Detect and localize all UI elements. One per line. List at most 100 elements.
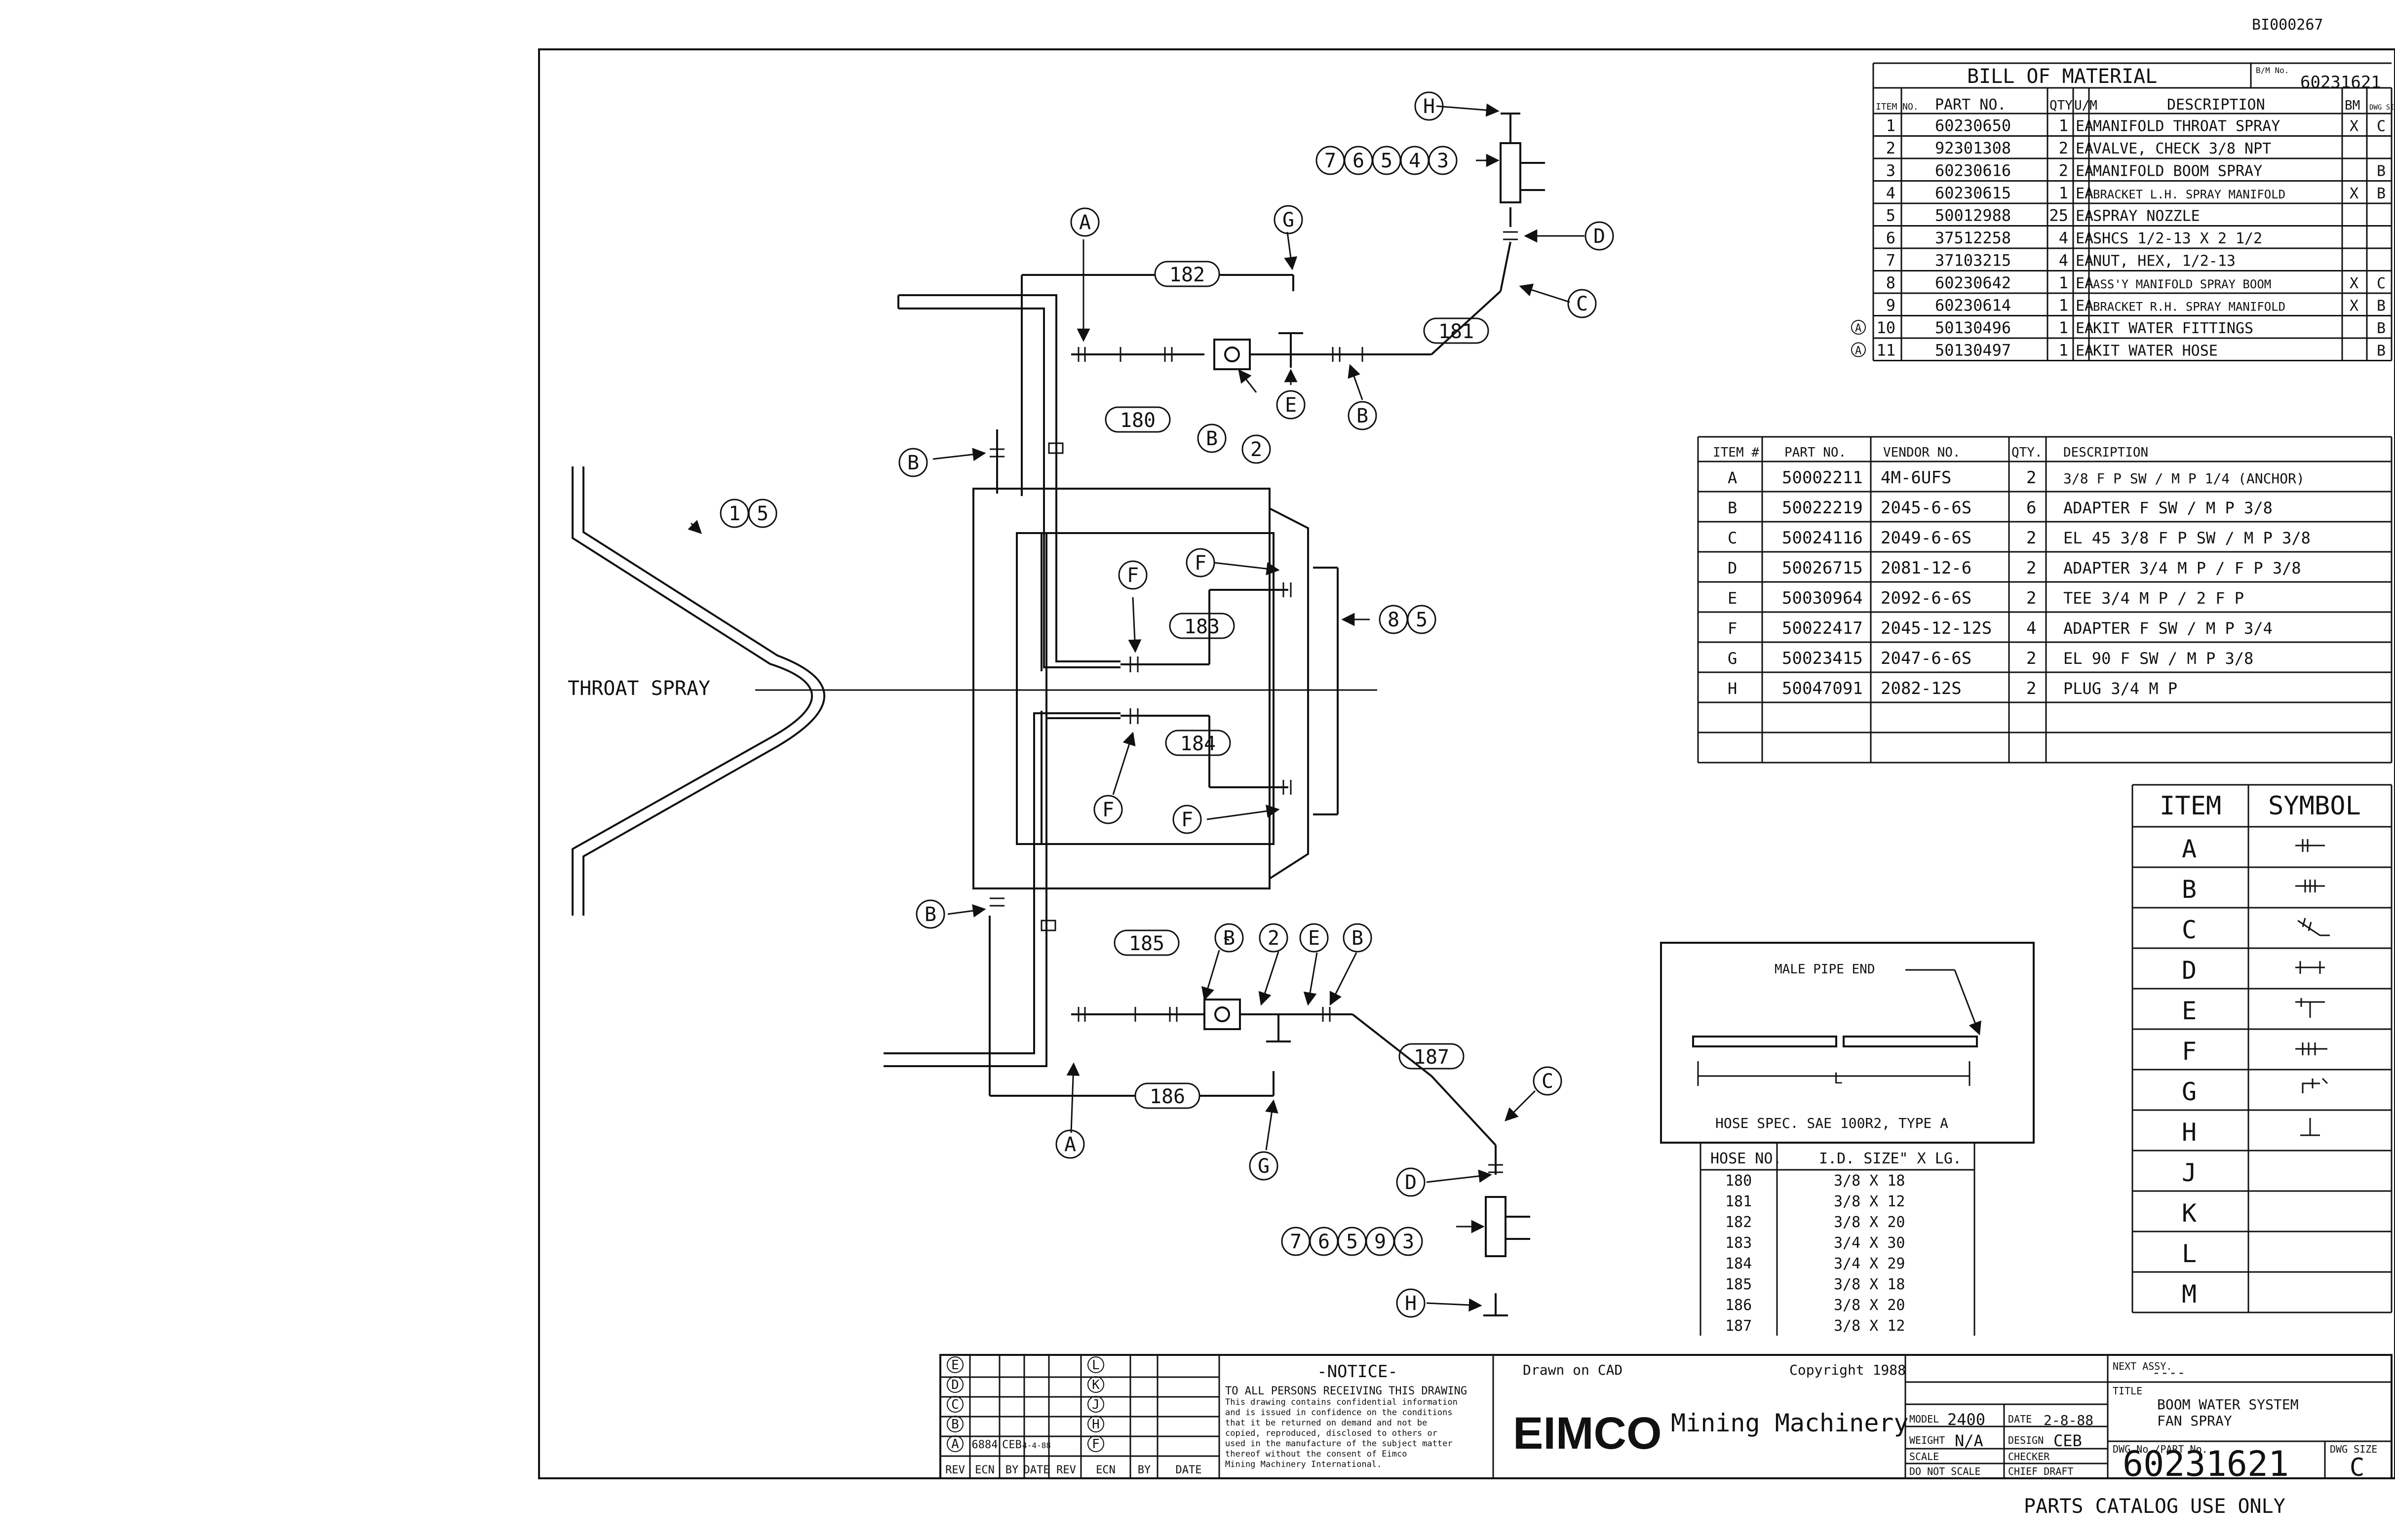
hose-no: 180: [1725, 1172, 1752, 1190]
bom-desc: SPRAY NOZZLE: [2093, 208, 2200, 225]
bom-qty: 4: [2059, 251, 2068, 270]
bom-um: EA: [2076, 118, 2093, 135]
hose-no: 183: [1725, 1234, 1752, 1252]
balloon-e-bottom: E: [1308, 927, 1320, 950]
rev-footer-label: BY: [1138, 1464, 1151, 1476]
symbol-glyph: [2302, 1078, 2328, 1093]
fitting-vendor: 2082-12S: [1881, 679, 1962, 698]
hose-spec-text: HOSE SPEC. SAE 100R2, TYPE A: [1715, 1115, 1948, 1131]
hose-size: 3/8 X 20: [1834, 1297, 1905, 1314]
balloon-top-1: 7: [1324, 150, 1336, 172]
bom-size: B: [2377, 343, 2386, 360]
balloon-d-top: D: [1593, 225, 1605, 248]
bom-um: EA: [2076, 343, 2093, 360]
fitting-desc: ADAPTER 3/4 M P / F P 3/8: [2063, 559, 2301, 578]
bom-desc: MANIFOLD THROAT SPRAY: [2093, 118, 2280, 135]
chief-draft-label: CHIEF DRAFT: [2008, 1465, 2073, 1477]
rev-a-ecn: 6884: [972, 1439, 998, 1451]
hose-size: 3/4 X 29: [1834, 1255, 1905, 1272]
balloon-f-4: F: [1181, 808, 1193, 831]
fitting-qty: 6: [2026, 498, 2036, 518]
rev-letter-left: D: [951, 1378, 959, 1392]
bom-um: EA: [2076, 140, 2093, 157]
symbol-header-item: ITEM: [2160, 791, 2221, 821]
hose-label-181: 181: [1438, 320, 1474, 343]
model-label: MODEL: [1909, 1413, 1939, 1425]
weight-value: N/A: [1955, 1431, 1983, 1450]
symbol-item: F: [2182, 1037, 2197, 1066]
balloon-b-top-2: B: [1206, 427, 1218, 450]
hose-header-size: I.D. SIZE" X LG.: [1819, 1150, 1962, 1167]
bom-part: 60230614: [1935, 296, 2011, 315]
fitting-part: 50024116: [1782, 528, 1863, 548]
fitting-desc: PLUG 3/4 M P: [2063, 679, 2177, 698]
balloon-e-top: E: [1285, 394, 1297, 417]
fitting-part: 50047091: [1782, 679, 1863, 698]
bom-desc: SHCS 1/2-13 X 2 1/2: [2093, 230, 2262, 247]
bom-size: B: [2377, 163, 2386, 180]
scale-label: SCALE: [1909, 1451, 1939, 1463]
drawing-size: C: [2350, 1453, 2364, 1482]
balloon-h-bottom: H: [1405, 1292, 1417, 1315]
balloon-top-3: 5: [1381, 150, 1392, 172]
symbol-glyph: [2297, 918, 2330, 936]
bom-size: C: [2377, 275, 2386, 292]
hose-no: 181: [1725, 1193, 1752, 1210]
balloon-b-top-1: B: [1356, 405, 1368, 427]
bom-qty: 1: [2059, 318, 2068, 337]
date-value: 2-8-88: [2044, 1412, 2093, 1428]
bom-desc: BRACKET R.H. SPRAY MANIFOLD: [2093, 300, 2285, 314]
balloon-throat-1: 1: [729, 502, 740, 525]
balloon-d-bottom: D: [1405, 1171, 1417, 1194]
hose-label-183: 183: [1184, 616, 1220, 638]
symbol-glyph: [2295, 1042, 2327, 1055]
fitting-part: 50026715: [1782, 558, 1863, 578]
model-value: 2400: [1947, 1410, 1985, 1429]
bom-item: 8: [1886, 273, 1895, 292]
fitting-vendor: 2045-12-12S: [1881, 618, 1992, 638]
bom-header: PART NO.: [1935, 96, 2007, 114]
symbol-glyph: [2295, 998, 2325, 1018]
weight-label: WEIGHT: [1909, 1434, 1945, 1446]
bom-item: 10: [1876, 318, 1895, 337]
symbol-item: L: [2182, 1239, 2197, 1268]
fitting-item: B: [1728, 499, 1737, 517]
balloon-2-bottom: 2: [1268, 927, 1279, 950]
fitting-desc: ADAPTER F SW / M P 3/4: [2063, 619, 2273, 638]
symbol-item: H: [2182, 1118, 2197, 1147]
throat-spray-manifold: [572, 466, 813, 916]
top-manifold-block: [1500, 142, 1521, 203]
hose-size: 3/8 X 20: [1834, 1214, 1905, 1231]
balloon-top-5: 3: [1437, 150, 1449, 172]
bom-header: U/M: [2074, 98, 2097, 113]
bom-part: 37103215: [1935, 251, 2011, 270]
bom-part: 37512258: [1935, 229, 2011, 247]
notice-line: TO ALL PERSONS RECEIVING THIS DRAWING: [1225, 1385, 1467, 1397]
hose-label-182: 182: [1169, 264, 1205, 286]
rev-letter-right: H: [1092, 1417, 1100, 1432]
fittings-header: ITEM #: [1713, 445, 1759, 460]
male-pipe-end-label: MALE PIPE END: [1775, 962, 1875, 977]
symbol-item: J: [2182, 1158, 2197, 1187]
bom-number: 60231621: [2300, 73, 2381, 92]
balloon-bottom-5: 3: [1402, 1231, 1414, 1253]
balloon-top-4: 4: [1409, 150, 1421, 172]
bom-header: DESCRIPTION: [2167, 96, 2265, 114]
fittings-header: VENDOR NO.: [1883, 445, 1961, 460]
title-label: TITLE: [2113, 1385, 2142, 1397]
hose-size: 3/4 X 30: [1834, 1234, 1905, 1252]
fitting-vendor: 2045-6-6S: [1881, 498, 1971, 518]
bom-part: 60230642: [1935, 273, 2011, 292]
balloon-boom-2: 5: [1416, 609, 1428, 631]
balloon-f-3: F: [1102, 799, 1114, 821]
balloon-bottom-3: 5: [1346, 1231, 1358, 1253]
bom-item: 3: [1886, 161, 1895, 180]
hose-size: 3/8 X 18: [1834, 1172, 1905, 1190]
bom-bm: X: [2350, 118, 2358, 135]
bom-rev-mark: A: [1855, 322, 1861, 335]
notice-block: -NOTICE-TO ALL PERSONS RECEIVING THIS DR…: [1225, 1362, 1467, 1469]
fitting-desc: EL 45 3/8 F P SW / M P 3/8: [2063, 529, 2311, 547]
balloon-g-top: G: [1282, 209, 1294, 231]
company-logo-text: EIMCO: [1513, 1408, 1662, 1459]
